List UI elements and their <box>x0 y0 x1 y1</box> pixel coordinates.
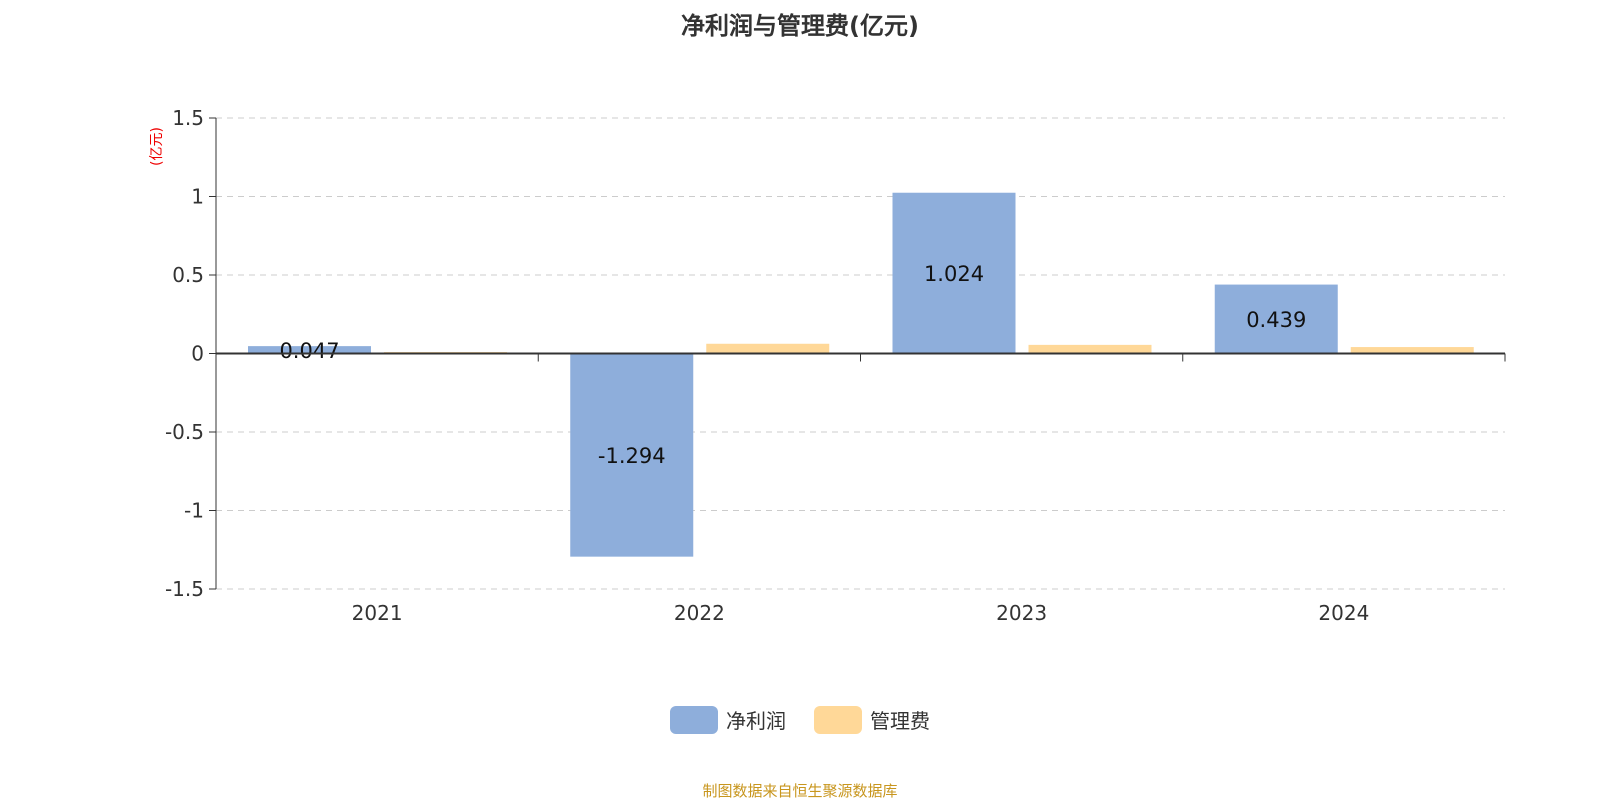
x-tick-label: 2022 <box>674 601 725 625</box>
bar-net-profit-2021 <box>248 346 371 354</box>
y-tick-label: -1 <box>184 499 204 523</box>
y-tick-label: -1.5 <box>165 577 204 601</box>
legend-item-admin-fee[interactable]: 管理费 <box>814 705 930 734</box>
legend-item-net-profit[interactable]: 净利润 <box>670 705 786 734</box>
y-tick-label: 0 <box>191 342 204 366</box>
bar-admin-fee-2022 <box>706 343 830 354</box>
x-tick-label: 2024 <box>1318 601 1369 625</box>
legend-swatch <box>670 705 718 734</box>
data-label: 0.439 <box>1246 308 1306 332</box>
y-tick-label: 1.5 <box>172 106 204 130</box>
data-label: 1.024 <box>924 262 984 286</box>
bar-admin-fee-2023 <box>1028 344 1152 354</box>
data-label: 0.047 <box>279 339 339 363</box>
legend-label: 管理费 <box>870 709 930 733</box>
y-tick-label: -0.5 <box>165 420 204 444</box>
bar-admin-fee-2024 <box>1350 347 1474 354</box>
x-tick-label: 2023 <box>996 601 1047 625</box>
chart-title: 净利润与管理费(亿元) <box>681 12 919 40</box>
x-tick-label: 2021 <box>352 601 403 625</box>
legend-label: 净利润 <box>726 709 786 733</box>
y-tick-label: 0.5 <box>172 263 204 287</box>
bar-net-profit-2022 <box>570 353 694 557</box>
legend-swatch <box>814 705 862 734</box>
bar-net-profit-2024 <box>1214 284 1338 354</box>
legend: 净利润 管理费 <box>0 705 1600 734</box>
source-note: 制图数据来自恒生聚源数据库 <box>702 782 898 800</box>
data-label: -1.294 <box>598 444 666 468</box>
y-tick-label: 1 <box>191 185 204 209</box>
bar-net-profit-2023 <box>892 192 1016 354</box>
